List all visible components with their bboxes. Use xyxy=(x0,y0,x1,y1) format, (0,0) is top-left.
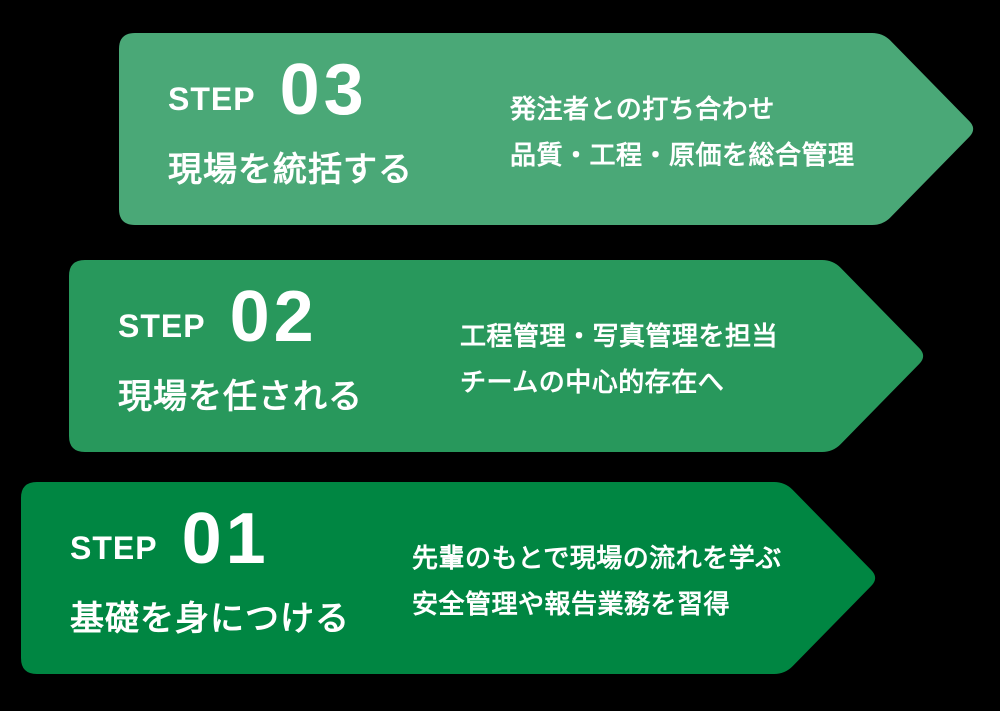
banner-content: STEP 02 現場を任される 工程管理・写真管理を担当 チームの中心的存在へ xyxy=(69,260,927,452)
step-title: 現場を任される xyxy=(118,378,363,416)
step-label: STEP xyxy=(70,530,158,566)
description-line: 先輩のもとで現場の流れを学ぶ xyxy=(412,543,782,573)
description-line: 品質・工程・原価を総合管理 xyxy=(510,140,855,170)
step-heading: STEP 02 xyxy=(118,281,318,353)
step-title: 基礎を身につける xyxy=(70,600,350,638)
banner-content: STEP 01 基礎を身につける 先輩のもとで現場の流れを学ぶ 安全管理や報告業… xyxy=(21,482,879,674)
step-label: STEP xyxy=(168,81,256,117)
step-description: 発注者との打ち合わせ 品質・工程・原価を総合管理 xyxy=(510,86,855,178)
arrow-right-shape xyxy=(119,33,974,225)
arrow-right-shape xyxy=(69,260,924,452)
step-description: 先輩のもとで現場の流れを学ぶ 安全管理や報告業務を習得 xyxy=(412,535,782,627)
description-line: 安全管理や報告業務を習得 xyxy=(412,589,731,619)
step-title: 現場を統括する xyxy=(168,151,413,189)
step-label: STEP xyxy=(118,308,206,344)
step-heading: STEP 03 xyxy=(168,54,368,126)
description-line: チームの中心的存在へ xyxy=(460,367,725,397)
description-line: 発注者との打ち合わせ xyxy=(510,94,775,124)
step-number: 03 xyxy=(279,50,368,130)
step-banner-03: STEP 03 現場を統括する 発注者との打ち合わせ 品質・工程・原価を総合管理 xyxy=(119,33,977,225)
description-line: 工程管理・写真管理を担当 xyxy=(460,321,779,351)
step-number: 01 xyxy=(181,499,270,579)
step-banner-02: STEP 02 現場を任される 工程管理・写真管理を担当 チームの中心的存在へ xyxy=(69,260,927,452)
step-description: 工程管理・写真管理を担当 チームの中心的存在へ xyxy=(460,313,778,405)
step-number: 02 xyxy=(229,277,318,357)
arrow-right-shape xyxy=(21,482,876,674)
step-banner-01: STEP 01 基礎を身につける 先輩のもとで現場の流れを学ぶ 安全管理や報告業… xyxy=(21,482,879,674)
step-heading: STEP 01 xyxy=(70,503,270,575)
banner-content: STEP 03 現場を統括する 発注者との打ち合わせ 品質・工程・原価を総合管理 xyxy=(119,33,977,225)
